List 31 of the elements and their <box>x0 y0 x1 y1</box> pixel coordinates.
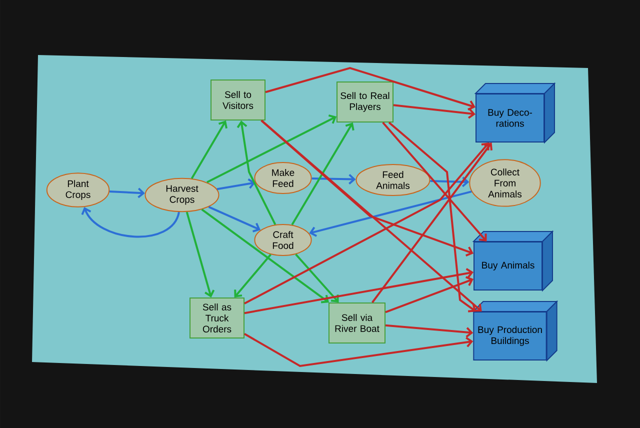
arrow <box>190 120 228 179</box>
action-box: Sell to Visitors <box>210 80 266 120</box>
arrow <box>372 142 492 304</box>
arrow <box>382 122 487 242</box>
arrow <box>385 324 474 338</box>
action-box: Sell as Truck Orders <box>190 298 244 338</box>
action-box: Sell via River Boat <box>328 302 386 344</box>
arrow <box>208 206 261 232</box>
arrow <box>312 174 356 184</box>
arrow <box>186 212 215 298</box>
arrow <box>388 122 476 312</box>
arrow <box>291 122 354 226</box>
arrow <box>244 333 474 368</box>
arrow <box>295 254 339 302</box>
arrow <box>244 268 474 314</box>
arrow <box>109 188 145 198</box>
arrow <box>385 276 474 314</box>
arrow <box>244 142 490 304</box>
arrow <box>260 120 482 312</box>
arrow <box>206 114 336 184</box>
action-box: Sell to Real Players <box>336 82 394 122</box>
arrow <box>393 104 476 119</box>
arrow <box>236 120 276 225</box>
arrow <box>265 66 476 110</box>
arrow <box>260 120 474 256</box>
arrow <box>234 254 272 298</box>
arrow <box>216 178 256 190</box>
arrow <box>309 190 472 237</box>
arrow <box>201 208 329 304</box>
arrow <box>430 176 470 188</box>
arrow <box>81 207 180 238</box>
